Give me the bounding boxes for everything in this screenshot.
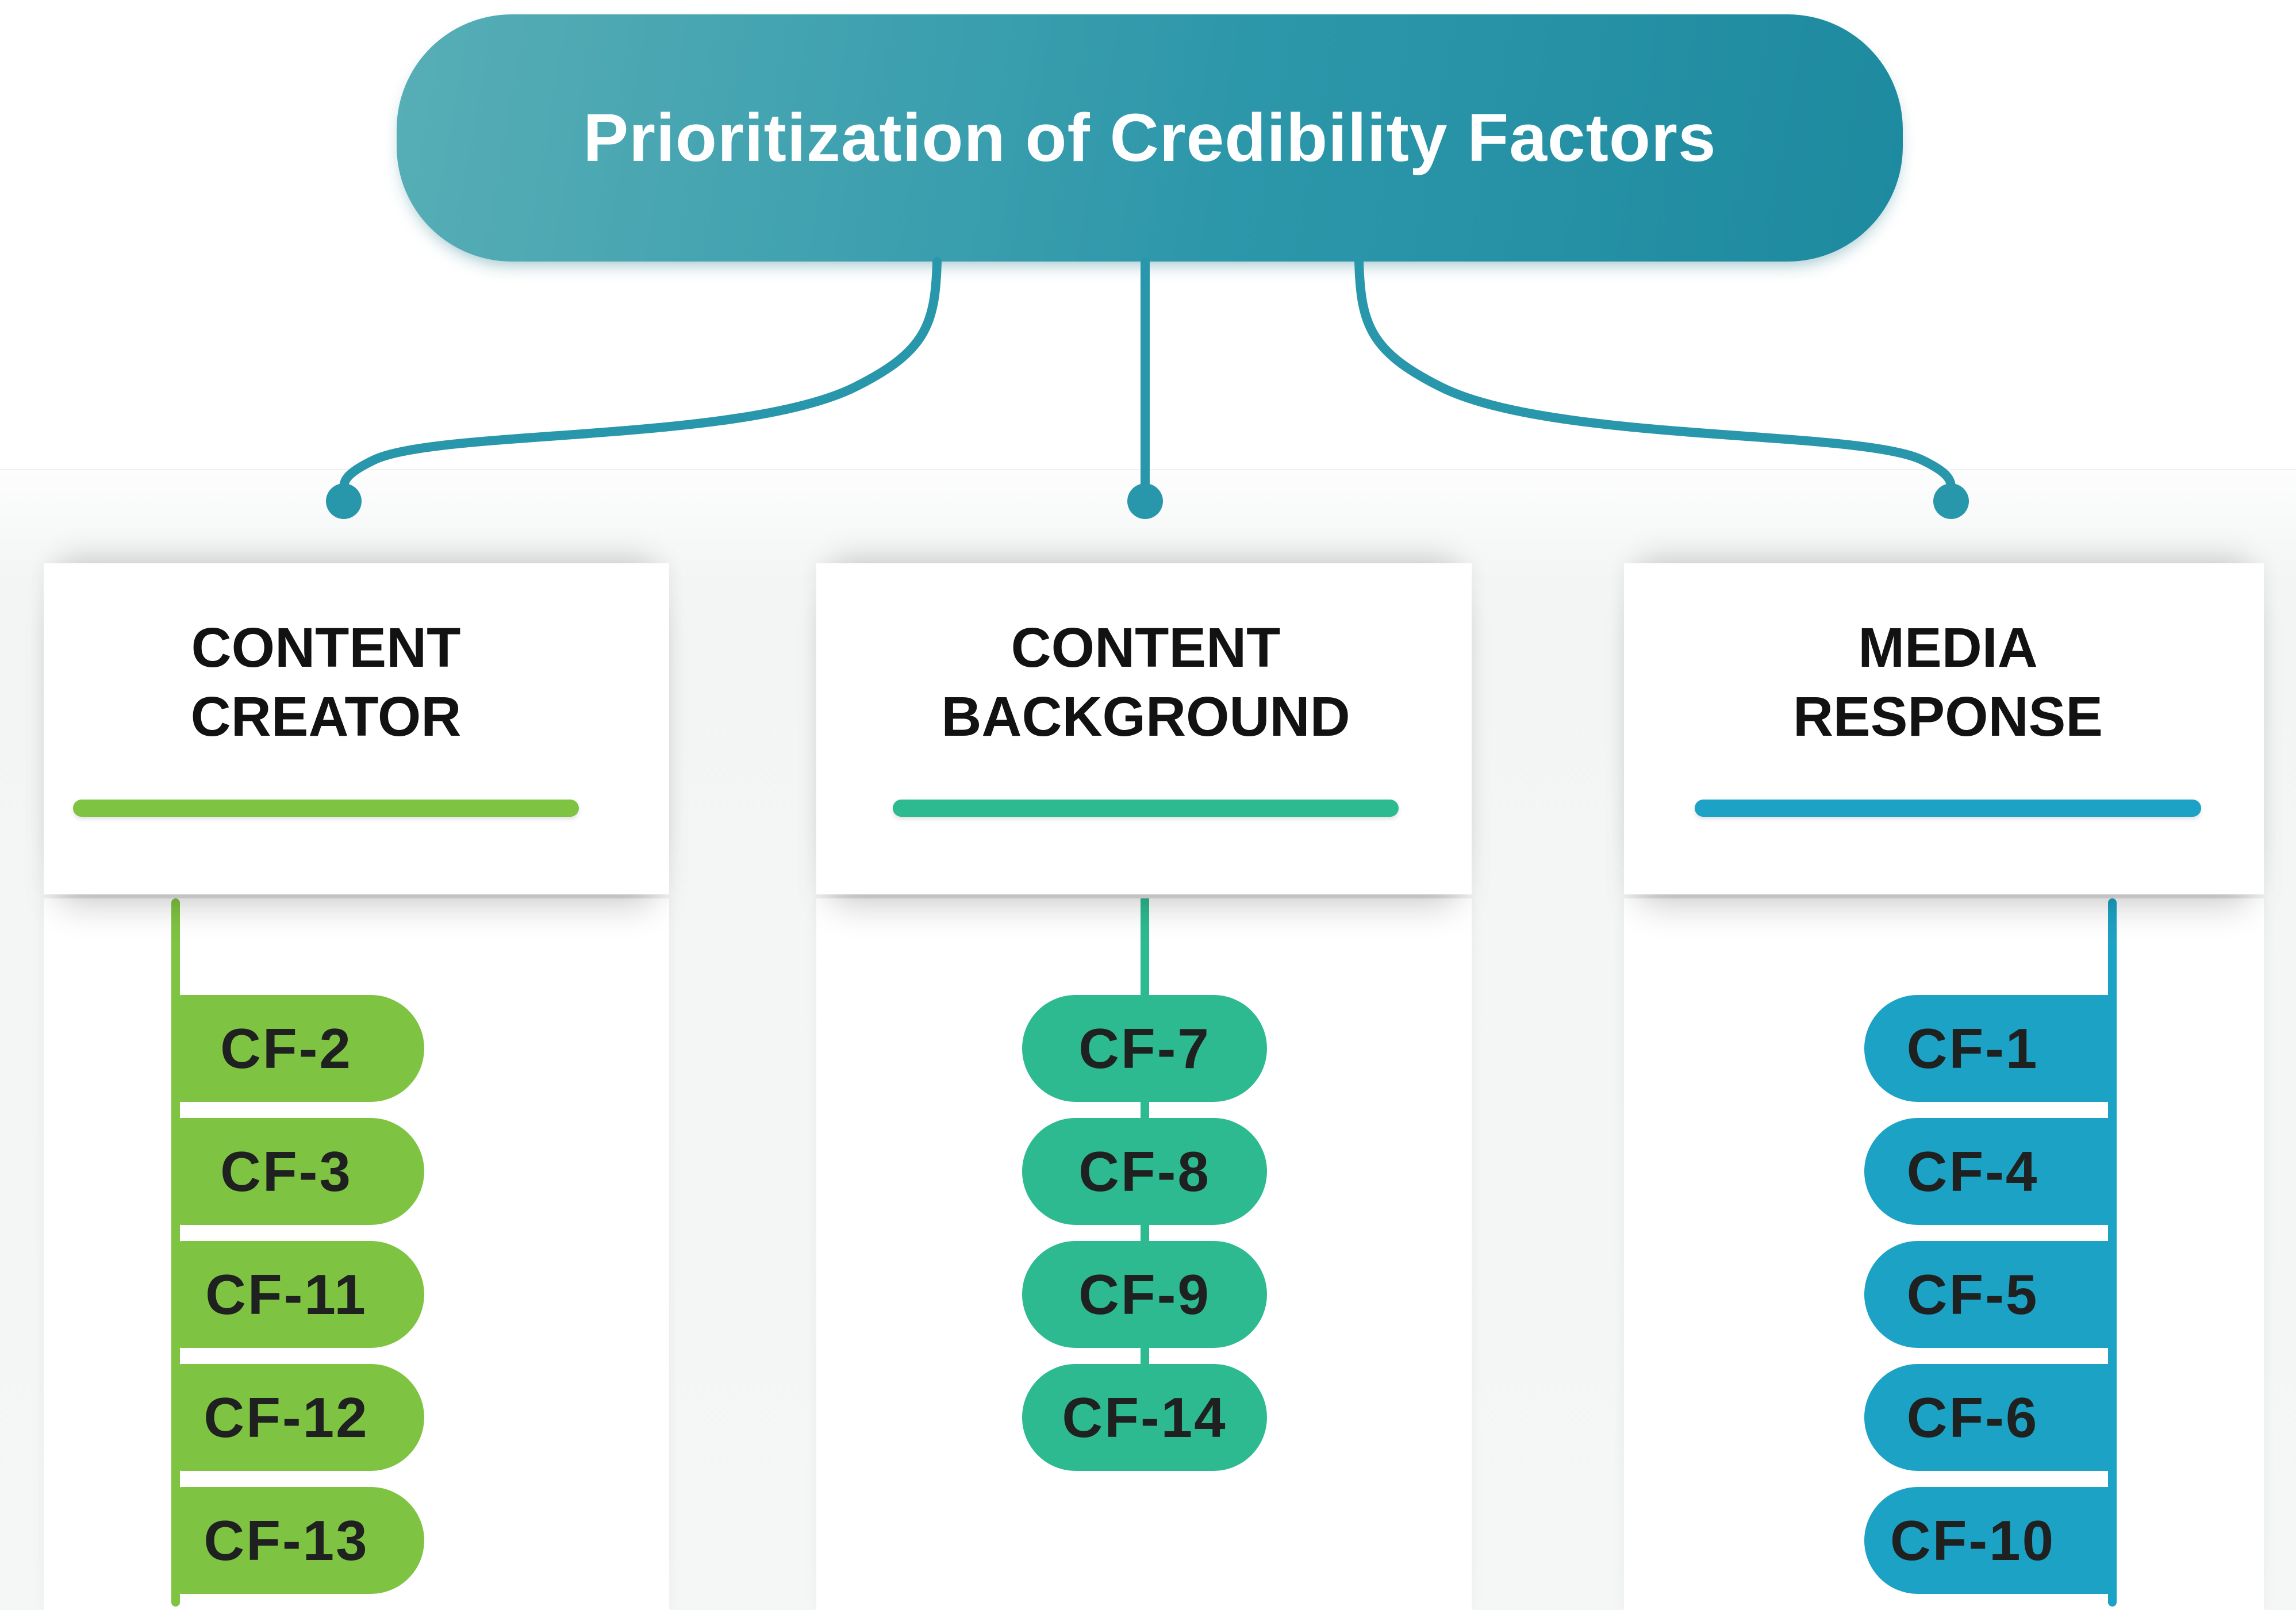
category-header: CONTENT BACKGROUND	[893, 613, 1399, 817]
category-title-line: MEDIA	[1858, 616, 2038, 679]
factor-pill: CF-13	[176, 1487, 424, 1594]
factor-pill: CF-1	[1864, 995, 2117, 1102]
connector-dot-center	[1127, 483, 1163, 519]
category-underline	[1695, 800, 2201, 817]
category-header: CONTENT CREATOR	[73, 613, 579, 817]
category-title-line: CREATOR	[190, 685, 462, 748]
factor-pill: CF-10	[1864, 1487, 2117, 1594]
category-title-line: CONTENT	[191, 616, 461, 679]
connector-dot-left	[326, 483, 362, 519]
page-title: Prioritization of Credibility Factors	[583, 100, 1717, 176]
connector-left	[339, 257, 942, 492]
connector-dot-right	[1933, 483, 1969, 519]
category-title-line: RESPONSE	[1792, 685, 2103, 748]
factor-pill: CF-5	[1864, 1241, 2117, 1348]
factor-pill: CF-9	[1022, 1241, 1267, 1348]
factor-pill: CF-6	[1864, 1364, 2117, 1471]
category-header: MEDIA RESPONSE	[1695, 613, 2201, 817]
category-card-content-background: CONTENT BACKGROUND	[816, 563, 1472, 894]
factor-pill: CF-7	[1022, 995, 1267, 1102]
category-card-content-creator: CONTENT CREATOR	[44, 563, 669, 894]
factor-pill: CF-8	[1022, 1118, 1267, 1225]
title-banner: Prioritization of Credibility Factors	[397, 14, 1903, 262]
factor-pill: CF-11	[176, 1241, 424, 1348]
factor-pill: CF-2	[176, 995, 424, 1102]
category-title-line: BACKGROUND	[941, 685, 1350, 748]
category-title-line: CONTENT	[1011, 616, 1281, 679]
category-card-media-response: MEDIA RESPONSE	[1624, 563, 2264, 894]
factor-pill: CF-12	[176, 1364, 424, 1471]
category-underline	[893, 800, 1399, 817]
factor-pill: CF-4	[1864, 1118, 2117, 1225]
category-underline	[73, 800, 579, 817]
factor-pill: CF-3	[176, 1118, 424, 1225]
factor-pill: CF-14	[1022, 1364, 1267, 1471]
connector-right	[1354, 257, 1956, 492]
